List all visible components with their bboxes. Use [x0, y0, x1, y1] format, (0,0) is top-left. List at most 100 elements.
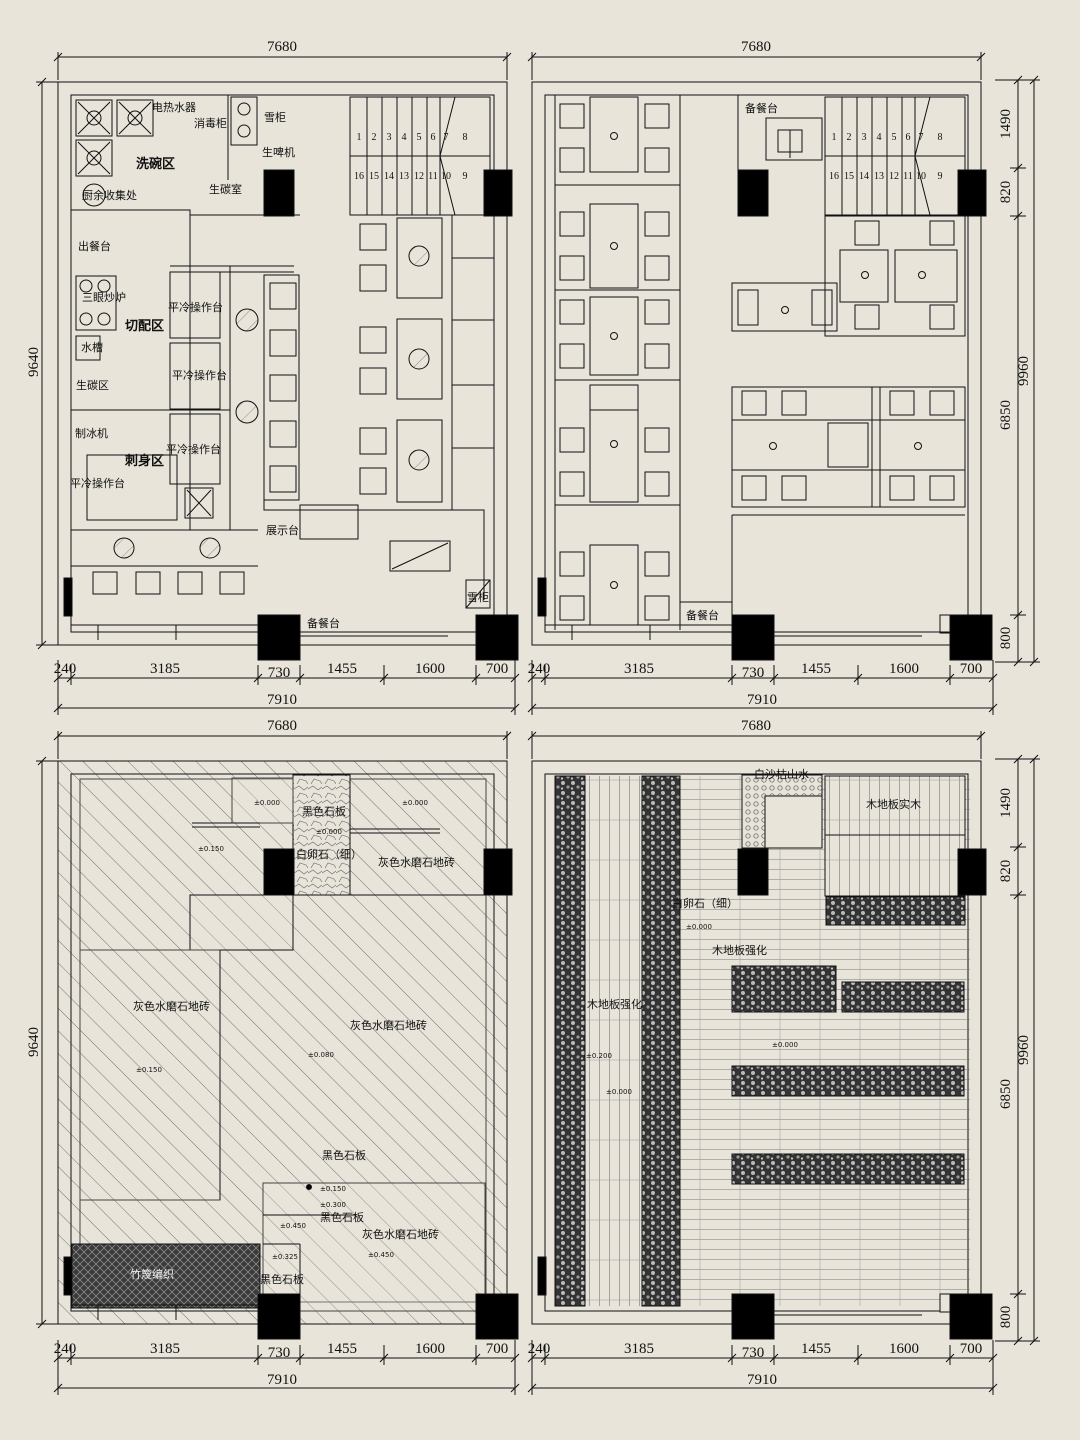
- plan-kitchen-layout: [57, 81, 519, 661]
- dimension-labels: 7680 7680 7680 7680 9640 9640 1490 820 6…: [26, 39, 1032, 1388]
- level-marker: ±0.000: [606, 1088, 632, 1096]
- dim-right-seg1-plan2: 1490: [998, 109, 1014, 139]
- stair-number-plan1-lower-5: 12: [414, 171, 424, 182]
- stair-number-plan2-upper-2: 2: [847, 132, 852, 143]
- dim-right-seg4-plan2: 800: [998, 627, 1014, 650]
- label-white-sand-garden: 白沙枯山水: [754, 767, 809, 781]
- label-beer-machine: 生啤机: [262, 145, 295, 159]
- label-black-slab-mid: 黑色石板: [322, 1148, 366, 1162]
- label-prep-table-top: 备餐台: [745, 101, 778, 115]
- level-marker: ±0.150: [136, 1066, 162, 1074]
- dim-bottom-seg5-plan1: 1600: [415, 661, 445, 677]
- label-terrazzo-center: 灰色水磨石地砖: [350, 1018, 427, 1032]
- label-bamboo-weave: 竹篾编织: [130, 1267, 174, 1281]
- plan4-labels: 白沙枯山水 木地板实木 白卵石（细） 木地板强化 木地板强化 ±0.000 ±0…: [586, 767, 921, 1096]
- dim-bottom-seg1-plan2: 240: [528, 661, 551, 677]
- stair-number-plan2-lower-4: 13: [874, 171, 884, 182]
- dim-bottom-seg5-plan2: 1600: [889, 661, 919, 677]
- stair-number-plan2-lower-7: 10: [916, 171, 926, 182]
- stair-number-plan2-lower-6: 11: [903, 171, 913, 182]
- dim-bottom-seg4-plan2: 1455: [801, 661, 831, 677]
- label-ice-machine: 制冰机: [75, 426, 108, 440]
- label-terrazzo-bottom: 灰色水磨石地砖: [362, 1227, 439, 1241]
- dim-bottom-seg3-plan3: 730: [268, 1345, 291, 1361]
- dim-top-plan2: 7680: [741, 39, 771, 55]
- dim-bottom-seg1-plan3: 240: [54, 1341, 77, 1357]
- dim-right-total-plan4: 9960: [1016, 1035, 1032, 1065]
- stair-number-plan2-upper-3: 3: [862, 132, 867, 143]
- label-raw-carbon-room: 生碳室: [209, 182, 242, 196]
- dim-left-plan1: 9640: [26, 347, 42, 377]
- level-marker: ±0.000: [316, 828, 342, 836]
- dim-right-seg2-plan2: 820: [998, 181, 1014, 204]
- level-marker: ±0.450: [368, 1251, 394, 1259]
- label-prep-area: 切配区: [125, 319, 164, 334]
- label-solid-wood: 木地板实木: [866, 797, 921, 811]
- label-dish-area: 洗碗区: [136, 156, 175, 172]
- dim-bottom-total-plan1: 7910: [267, 692, 297, 708]
- label-black-slab-bottom: 黑色石板: [260, 1272, 304, 1286]
- level-marker: ±0.000: [254, 799, 280, 807]
- dim-right-seg2-plan4: 820: [998, 860, 1014, 883]
- level-marker: ±0.200: [586, 1052, 612, 1060]
- dim-bottom-seg3-plan1: 730: [268, 665, 291, 681]
- label-sink: 水槽: [81, 341, 103, 354]
- stair-number-plan1-upper-5: 5: [417, 132, 422, 143]
- label-prep-table-bottom: 备餐台: [686, 608, 719, 622]
- label-raw-carbon-area: 生碳区: [76, 378, 109, 392]
- dim-bottom-seg6-plan2: 700: [960, 661, 983, 677]
- dim-bottom-seg2-plan2: 3185: [624, 661, 654, 677]
- level-marker: ±0.300: [320, 1201, 346, 1209]
- dim-right-seg1-plan4: 1490: [998, 788, 1014, 818]
- dim-bottom-seg5-plan4: 1600: [889, 1341, 919, 1357]
- dim-bottom-seg6-plan4: 700: [960, 1341, 983, 1357]
- label-laminate-center: 木地板强化: [712, 943, 767, 957]
- dim-bottom-seg4-plan1: 1455: [327, 661, 357, 677]
- level-marker: ±0.000: [402, 799, 428, 807]
- dim-bottom-seg1-plan4: 240: [528, 1341, 551, 1357]
- dim-bottom-seg4-plan4: 1455: [801, 1341, 831, 1357]
- stair-number-plan2-upper-1: 1: [832, 132, 837, 143]
- dim-bottom-seg2-plan3: 3185: [150, 1341, 180, 1357]
- stair-number-plan1-upper-4: 4: [402, 132, 407, 143]
- stair-number-plan1-upper-2: 2: [372, 132, 377, 143]
- stair-number-plan2-lower-5: 12: [889, 171, 899, 182]
- label-stove: 三眼炒炉: [82, 291, 126, 304]
- label-black-slab-mid2: 黑色石板: [320, 1210, 364, 1224]
- label-white-pebble: 白卵石（细）: [296, 847, 362, 861]
- dim-bottom-seg3-plan4: 730: [742, 1345, 765, 1361]
- plan3-labels: 黑色石板 白卵石（细） 灰色水磨石地砖 灰色水磨石地砖 灰色水磨石地砖 黑色石板…: [130, 799, 455, 1286]
- dim-bottom-seg2-plan4: 3185: [624, 1341, 654, 1357]
- stair-number-plan1-upper-8: 8: [463, 132, 468, 143]
- label-sashimi-area: 刺身区: [125, 453, 164, 469]
- plan2-labels: 备餐台 备餐台: [686, 101, 778, 622]
- stair-number-plan1-lower-2: 15: [369, 171, 379, 182]
- dim-top-plan3: 7680: [267, 718, 297, 734]
- label-black-slab-top: 黑色石板: [302, 804, 346, 818]
- label-white-pebble-p4: 白卵石（细）: [672, 896, 738, 910]
- dim-bottom-seg1-plan1: 240: [54, 661, 77, 677]
- dim-bottom-seg5-plan3: 1600: [415, 1341, 445, 1357]
- stair-number-plan1-upper-3: 3: [387, 132, 392, 143]
- level-marker: ±0.325: [272, 1253, 298, 1261]
- dim-bottom-total-plan3: 7910: [267, 1372, 297, 1388]
- level-marker: ±0.000: [686, 923, 712, 931]
- stair-number-plan2-upper-7: 7: [919, 132, 924, 143]
- stair-number-plan2-lower-3: 14: [859, 171, 869, 182]
- label-terrazzo-top: 灰色水磨石地砖: [378, 855, 455, 869]
- stair-number-plan2-lower-2: 15: [844, 171, 854, 182]
- dim-right-seg3-plan2: 6850: [998, 400, 1014, 430]
- dim-bottom-total-plan4: 7910: [747, 1372, 777, 1388]
- dim-right-total-plan2: 9960: [1016, 356, 1032, 386]
- stair-number-plan2-upper-4: 4: [877, 132, 882, 143]
- dim-bottom-total-plan2: 7910: [747, 692, 777, 708]
- dim-bottom-seg4-plan3: 1455: [327, 1341, 357, 1357]
- stair-number-plan1-lower-6: 11: [428, 171, 438, 182]
- dim-top-plan4: 7680: [741, 718, 771, 734]
- stair-number-plan1-upper-1: 1: [357, 132, 362, 143]
- dim-top-plan1: 7680: [267, 39, 297, 55]
- plan-floor-finish-terrazzo: [57, 760, 519, 1340]
